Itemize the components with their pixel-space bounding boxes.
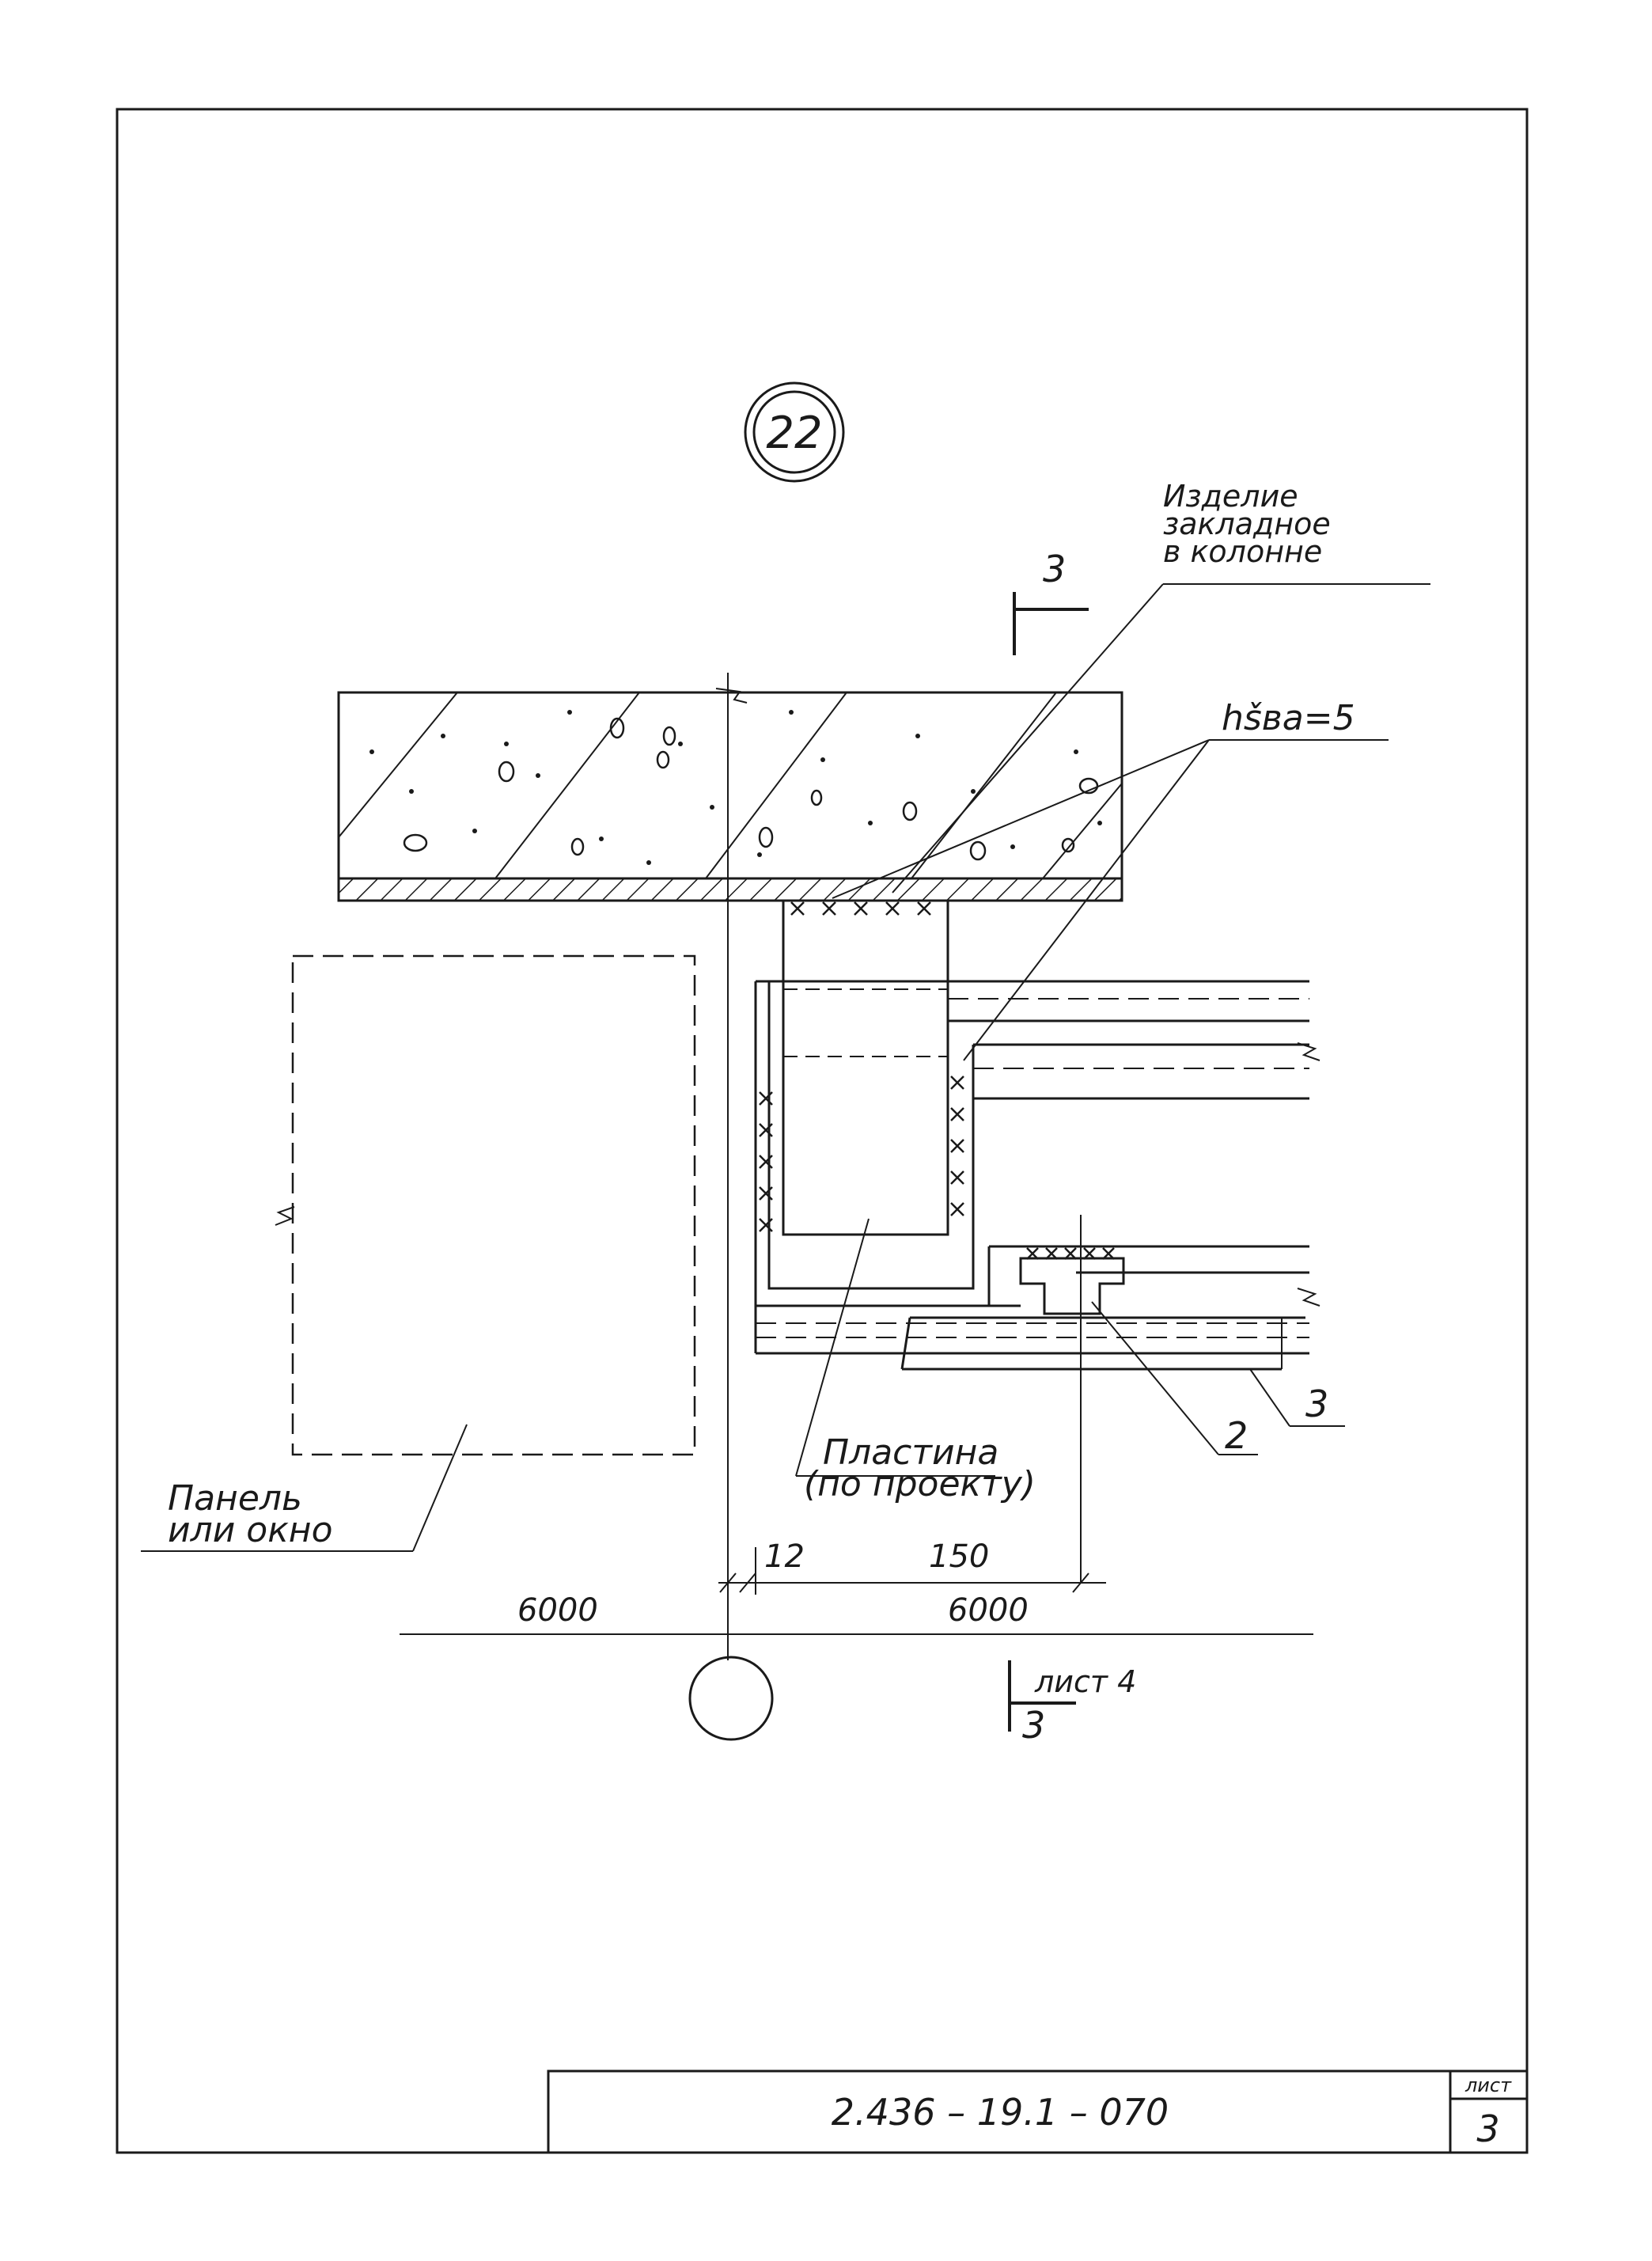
detail-marker-number: 22 xyxy=(766,408,822,459)
axis-line xyxy=(715,673,748,1660)
panel-callout: Панель или окно xyxy=(141,1424,468,1552)
section-mark-top-number: 3 xyxy=(1043,548,1066,590)
panel-outline xyxy=(275,954,696,1456)
plate xyxy=(782,899,949,1236)
weld-callout: hšва=5 xyxy=(832,698,1389,1061)
concrete-column xyxy=(337,691,1123,902)
dimension-span-right: 6000 xyxy=(948,1592,1029,1629)
sheet-number: 3 xyxy=(1476,2107,1499,2150)
lower-beam xyxy=(754,1245,1320,1371)
panel-line-1: Панель xyxy=(168,1478,302,1519)
embedded-item-line-2: закладное xyxy=(1163,506,1331,541)
dimension-offset-small: 12 xyxy=(764,1538,805,1575)
leader-2: 2 xyxy=(1091,1301,1258,1457)
dimension-line-offsets: 12 150 xyxy=(718,1538,1106,1595)
axis-bubble xyxy=(688,1656,774,1741)
embedded-plate-hatch xyxy=(337,877,1123,902)
title-block: 2.436 – 19.1 – 070 лист 3 xyxy=(547,2069,1529,2154)
plate-line-2: (по проекту) xyxy=(804,1464,1036,1504)
t-connector xyxy=(989,1247,1125,1315)
weld-label: hšва=5 xyxy=(1222,698,1355,738)
section-mark-bottom: лист 4 3 xyxy=(1008,1660,1136,1747)
embedded-item-line-1: Изделие xyxy=(1163,479,1298,514)
steel-profile xyxy=(754,980,991,1307)
embedded-item-callout: Изделие закладное в колонне xyxy=(892,479,1430,893)
dimension-line-spans: 6000 6000 xyxy=(400,1592,1313,1635)
leader-3: 3 xyxy=(1249,1368,1345,1427)
sheet-label: лист xyxy=(1464,2074,1512,2096)
leader-3-label: 3 xyxy=(1305,1383,1328,1425)
drawing-code: 2.436 – 19.1 – 070 xyxy=(832,2091,1169,2134)
section-mark-bottom-number: 3 xyxy=(1022,1704,1045,1747)
plate-callout: Пластина (по проекту) xyxy=(795,1218,1036,1504)
embedded-item-line-3: в колонне xyxy=(1163,534,1322,569)
detail-marker: 22 xyxy=(744,381,845,483)
panel-line-2: или окно xyxy=(168,1510,332,1550)
section-mark-top: 3 xyxy=(1013,548,1089,655)
section-mark-sheet-ref: лист 4 xyxy=(1034,1664,1136,1699)
dimension-span-left: 6000 xyxy=(517,1592,598,1629)
leader-2-label: 2 xyxy=(1225,1414,1248,1457)
plate-line-1: Пластина xyxy=(823,1432,998,1473)
upper-beam xyxy=(756,980,1320,1100)
dimension-offset-large: 150 xyxy=(929,1538,989,1575)
